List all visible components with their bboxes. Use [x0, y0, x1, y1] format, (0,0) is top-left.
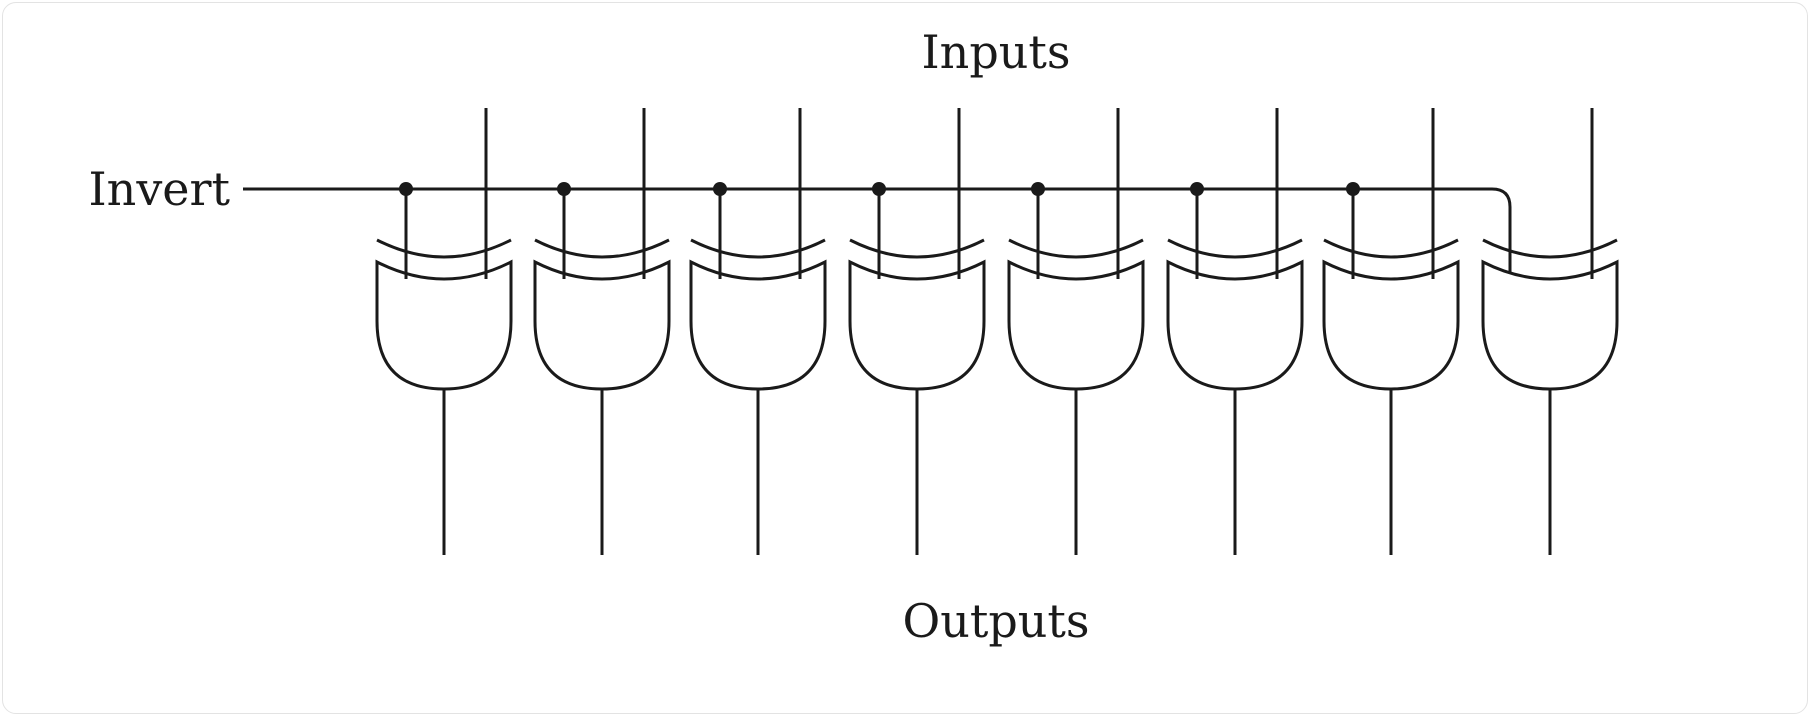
xor-gate-7 — [1322, 108, 1460, 555]
xor-gate-body — [1481, 259, 1619, 391]
invert-bus-line — [243, 187, 1512, 279]
junction-dot — [1031, 182, 1045, 196]
xor-back-curve — [1482, 238, 1618, 259]
xor-back-curve — [690, 238, 826, 259]
xor-back-curve — [1167, 238, 1303, 259]
xor-back-curve — [534, 238, 670, 259]
xor-gate-body — [1007, 259, 1145, 391]
gate-array — [375, 108, 1619, 555]
xor-gate-body — [375, 259, 513, 391]
xor-gate-2 — [533, 108, 671, 555]
xor-gate-3 — [689, 108, 827, 555]
xor-gate-body — [1322, 259, 1460, 391]
xor-gate-body — [533, 259, 671, 391]
xor-gate-6 — [1166, 108, 1304, 555]
junction-dot — [557, 182, 571, 196]
xor-back-curve — [849, 238, 985, 259]
junction-dot — [1346, 182, 1360, 196]
xor-back-curve — [376, 238, 512, 259]
junction-dot — [872, 182, 886, 196]
xor-gate-1 — [375, 108, 513, 555]
invert-bus — [243, 187, 1512, 279]
outputs-label: Outputs — [903, 594, 1090, 648]
junction-dot — [713, 182, 727, 196]
xor-gate-body — [1166, 259, 1304, 391]
xor-gate-4 — [848, 108, 986, 555]
junction-dot — [399, 182, 413, 196]
xor-back-curve — [1008, 238, 1144, 259]
xor-gate-8 — [1481, 108, 1619, 555]
xor-gate-5 — [1007, 108, 1145, 555]
xor-gate-body — [848, 259, 986, 391]
invert-label: Invert — [89, 162, 231, 216]
xor-back-curve — [1323, 238, 1459, 259]
xor-gate-body — [689, 259, 827, 391]
junction-dot — [1190, 182, 1204, 196]
inputs-label: Inputs — [922, 25, 1071, 79]
